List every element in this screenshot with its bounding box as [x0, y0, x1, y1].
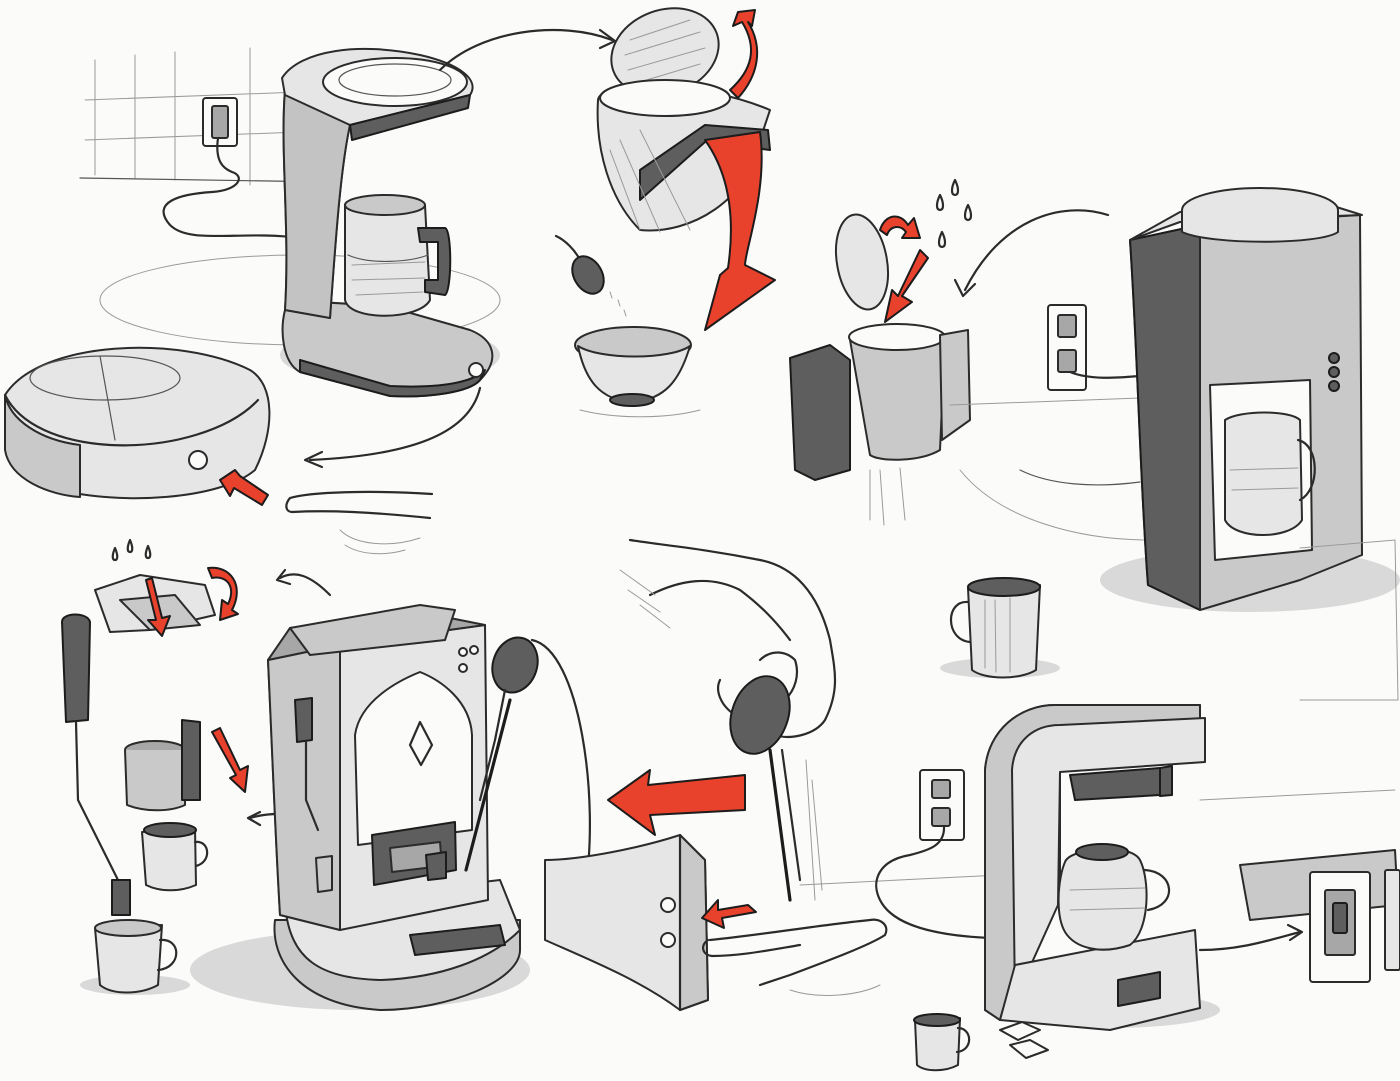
red-arrow-steam — [211, 727, 249, 793]
wall-outlet — [162, 97, 302, 240]
sketch-espresso-machine — [61, 538, 596, 1011]
sketch-hand-and-knob — [607, 538, 837, 902]
red-arrow-to-button — [219, 469, 269, 506]
water-drops-icon — [935, 178, 973, 249]
red-arrow-to-panel-button — [701, 899, 757, 929]
sketch-tall-coffee-maker — [789, 178, 1400, 701]
sketch-pod-coffee-maker — [799, 704, 1400, 1072]
red-arrow-small-fill — [884, 249, 929, 323]
red-arrow-small-lid — [879, 215, 921, 239]
sketch-drip-coffee-maker — [79, 28, 617, 398]
red-arrow-large-left — [607, 769, 746, 836]
water-drops-icon-left — [111, 538, 152, 562]
sketch-button-tray — [3, 346, 482, 555]
sketch-button-panel-corner — [544, 833, 888, 1012]
red-arrow-lid-open — [729, 9, 759, 99]
sketch-mug-right — [940, 577, 1060, 679]
sketch-lid-and-filter-basket — [554, 7, 776, 418]
red-arrow-espresso-fill — [145, 577, 171, 637]
red-arrow-fill-water — [704, 131, 776, 331]
red-arrow-espresso-lid — [207, 566, 239, 621]
